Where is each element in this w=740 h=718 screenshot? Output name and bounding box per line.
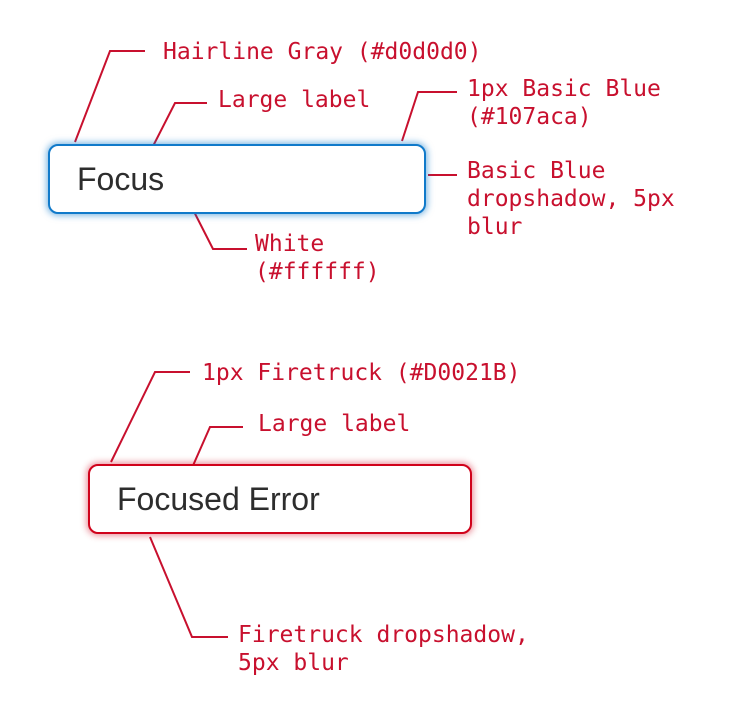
focus-input-label: Focus (77, 160, 165, 197)
callout-line-blue-border (401, 91, 457, 142)
callout-line-firetruck-shadow (149, 536, 228, 638)
annotation-large-label-1: Large label (218, 87, 371, 113)
annotation-basic-blue-shadow: Basic Blue dropshadow, 5px blur (467, 158, 675, 240)
annotation-basic-blue-border: 1px Basic Blue (#107aca) (467, 76, 661, 130)
annotation-firetruck-shadow: Firetruck dropshadow, 5px blur (238, 622, 529, 676)
annotation-hairline-gray: Hairline Gray (#d0d0d0) (163, 39, 482, 65)
focus-input[interactable]: Focus (48, 144, 426, 214)
annotation-white-background: White (#ffffff) (255, 231, 380, 285)
focused-error-input-label: Focused Error (117, 480, 320, 517)
callout-line-firetruck-border (110, 371, 190, 463)
callout-line-hairline-gray (74, 50, 145, 143)
annotation-large-label-2: Large label (258, 411, 411, 437)
focused-error-input[interactable]: Focused Error (88, 464, 472, 534)
annotation-firetruck-border: 1px Firetruck (#D0021B) (202, 360, 521, 386)
